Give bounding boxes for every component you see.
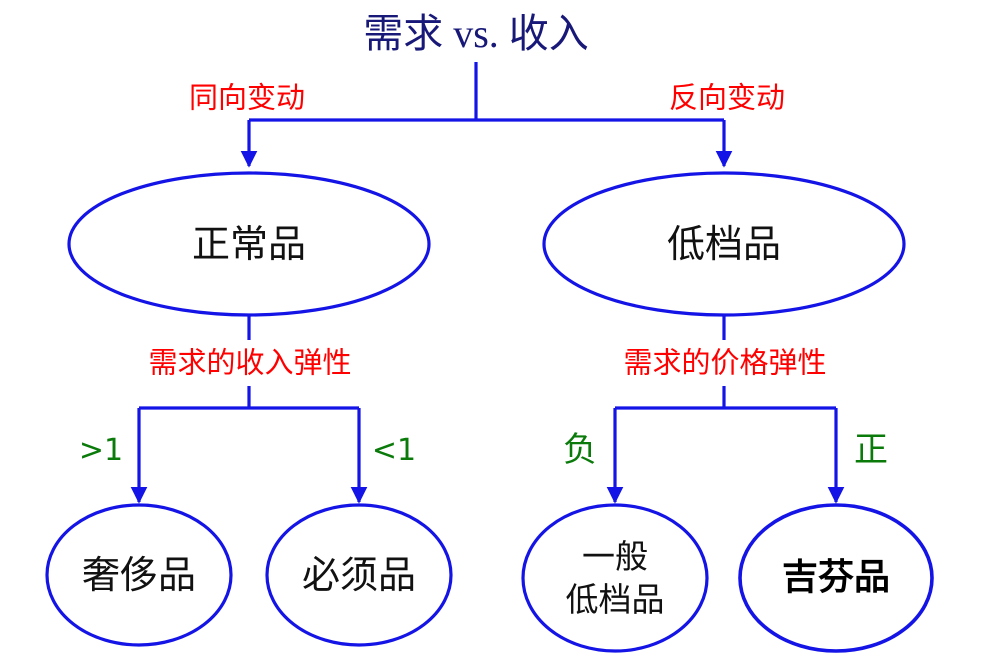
node-giffen-goods-label: 吉芬品 — [781, 557, 891, 598]
node-ordinary-inferior-goods-label-line2: 低档品 — [565, 582, 665, 619]
node-inferior-goods-label: 低档品 — [666, 224, 782, 266]
node-necessity-goods-shape[interactable] — [265, 503, 453, 647]
node-ordinary-inferior-goods-label-line1: 一般 — [582, 539, 648, 576]
connector-left-split — [130, 406, 368, 504]
edge-label-left-level1: 同向变动 — [188, 80, 306, 115]
node-luxury-goods-shape[interactable] — [45, 503, 233, 647]
node-luxury-goods-label: 奢侈品 — [81, 555, 197, 597]
edge-label-right-level1: 反向变动 — [668, 80, 786, 115]
diagram-title: 需求 vs. 收入 — [363, 11, 589, 56]
node-giffen-goods-shape[interactable] — [738, 503, 934, 653]
connector-root-to-level1 — [240, 62, 733, 168]
node-ordinary-inferior-goods-shape[interactable] — [521, 503, 709, 653]
edge-label-right-level2: 需求的价格弹性 — [623, 345, 827, 380]
edge-label-left-leaf-b: <1 — [371, 433, 417, 468]
edge-label-left-level2: 需求的收入弹性 — [148, 345, 352, 380]
node-necessity-goods-label: 必须品 — [301, 555, 417, 597]
connector-level1-to-level2 — [247, 315, 726, 408]
edge-label-right-leaf-b: 正 — [854, 432, 888, 469]
edge-label-left-leaf-a: >1 — [78, 433, 124, 468]
connector-right-split — [606, 406, 845, 504]
edge-label-right-leaf-a: 负 — [563, 432, 597, 469]
node-normal-goods-label: 正常品 — [191, 224, 307, 266]
